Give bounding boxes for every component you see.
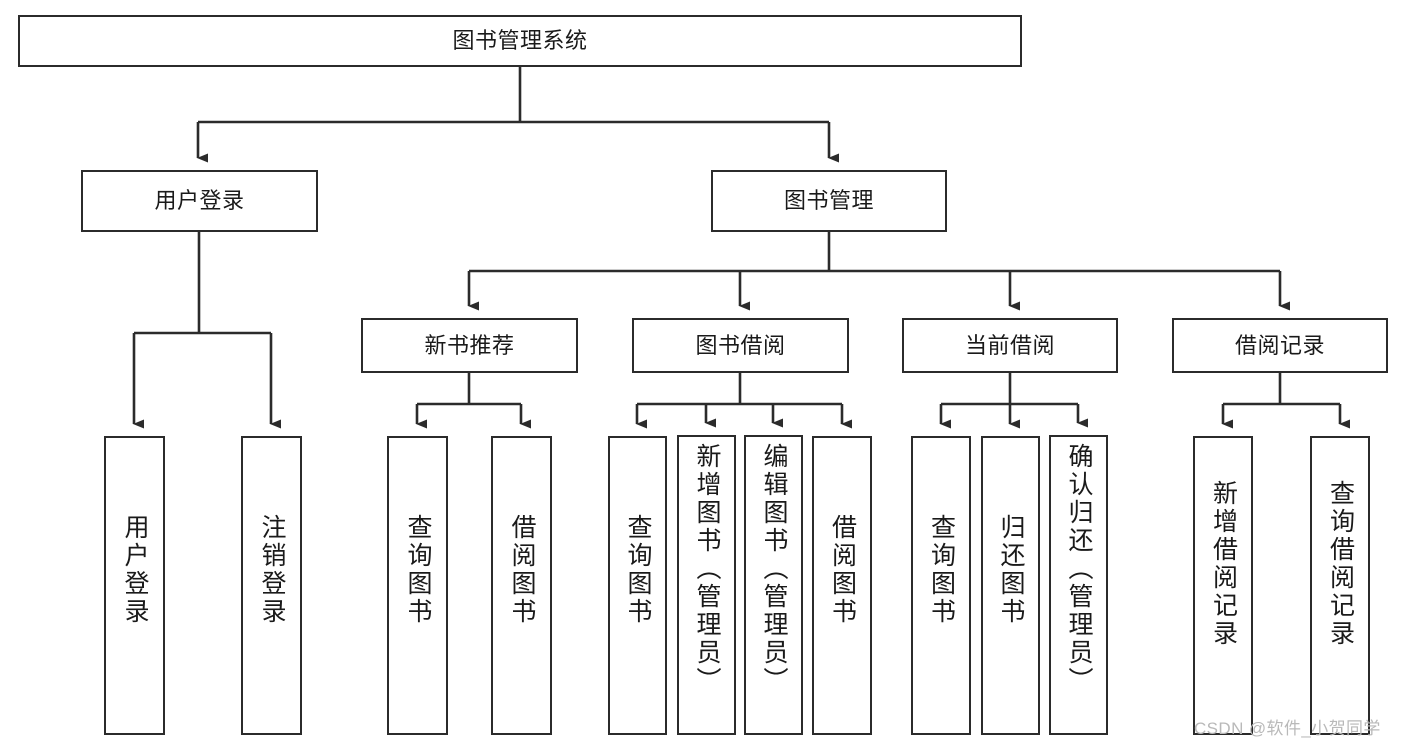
leaf-query-book-current[interactable]: 查询图书 [911, 436, 971, 735]
node-user-login[interactable]: 用户登录 [81, 170, 318, 232]
node-label: 编辑图书（管理员） [760, 443, 788, 695]
node-current-borrow[interactable]: 当前借阅 [902, 318, 1118, 373]
node-label: 新书推荐 [424, 332, 515, 358]
node-label: 查询图书 [624, 514, 652, 626]
node-label: 用户登录 [121, 514, 149, 626]
leaf-borrow-book-recommend[interactable]: 借阅图书 [491, 436, 552, 735]
node-label: 注销登录 [258, 514, 286, 626]
leaf-add-book-admin[interactable]: 新增图书（管理员） [677, 435, 736, 735]
node-borrow-record[interactable]: 借阅记录 [1172, 318, 1388, 373]
node-label: 查询借阅记录 [1326, 480, 1355, 648]
leaf-query-borrow-record[interactable]: 查询借阅记录 [1310, 436, 1370, 735]
node-label: 当前借阅 [964, 332, 1055, 358]
leaf-borrow-book-borrow[interactable]: 借阅图书 [812, 436, 872, 735]
node-root-book-management-system[interactable]: 图书管理系统 [18, 15, 1022, 67]
node-label: 新增图书（管理员） [693, 443, 721, 695]
leaf-confirm-return-admin[interactable]: 确认归还（管理员） [1049, 435, 1108, 735]
node-label: 查询图书 [927, 514, 956, 626]
node-label: 确认归还（管理员） [1065, 443, 1093, 695]
node-book-management[interactable]: 图书管理 [711, 170, 947, 232]
node-label: 图书管理系统 [452, 28, 588, 53]
leaf-add-borrow-record[interactable]: 新增借阅记录 [1193, 436, 1253, 735]
node-label: 图书借阅 [695, 332, 786, 358]
node-label: 借阅图书 [508, 514, 536, 626]
node-label: 新增借阅记录 [1209, 480, 1238, 648]
node-label: 图书管理 [783, 188, 874, 213]
leaf-query-book-recommend[interactable]: 查询图书 [387, 436, 448, 735]
node-label: 用户登录 [154, 188, 245, 213]
node-label: 查询图书 [404, 514, 432, 626]
node-new-book-recommend[interactable]: 新书推荐 [361, 318, 578, 373]
leaf-logout-login[interactable]: 注销登录 [241, 436, 302, 735]
leaf-user-login[interactable]: 用户登录 [104, 436, 165, 735]
node-book-borrow[interactable]: 图书借阅 [632, 318, 849, 373]
leaf-return-book[interactable]: 归还图书 [981, 436, 1040, 735]
node-label: 借阅图书 [828, 514, 857, 626]
leaf-query-book-borrow[interactable]: 查询图书 [608, 436, 667, 735]
node-label: 借阅记录 [1234, 332, 1325, 358]
watermark-text: CSDN @软件_小贺同学 [1194, 719, 1381, 738]
leaf-edit-book-admin[interactable]: 编辑图书（管理员） [744, 435, 803, 735]
node-label: 归还图书 [997, 514, 1025, 626]
